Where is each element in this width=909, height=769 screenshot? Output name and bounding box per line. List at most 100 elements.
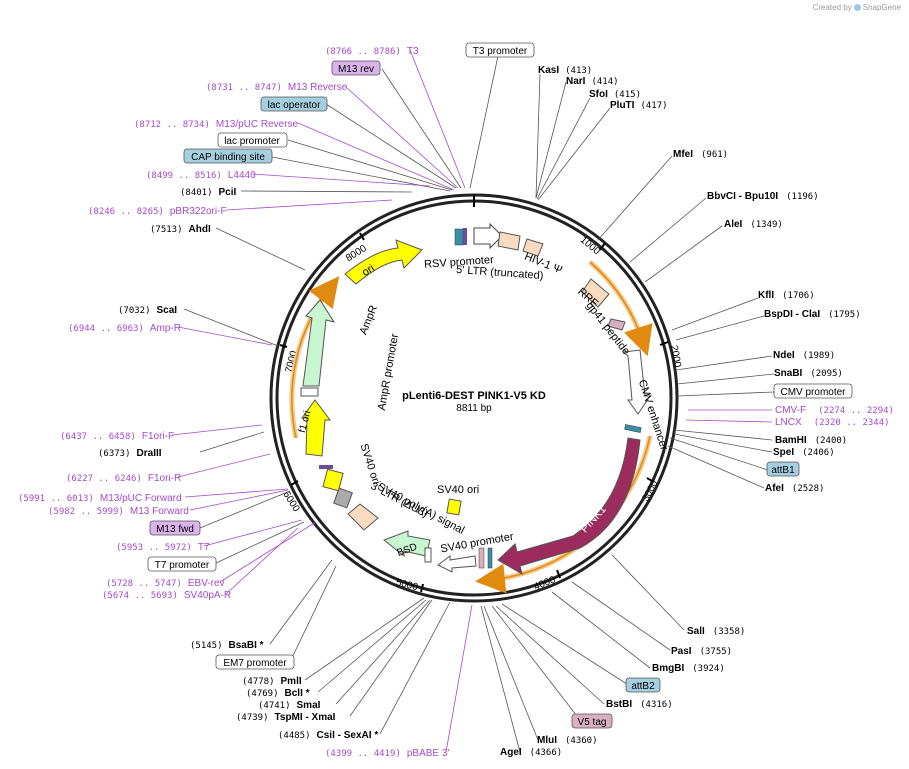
bcli-enzyme[interactable]: BclI *	[285, 688, 310, 699]
sali-enzyme[interactable]: SalI	[687, 626, 705, 637]
svg-text:(8731 .. 8747)M13 Reverse: (8731 .. 8747)M13 Reverse	[206, 82, 348, 93]
pcii-enzyme[interactable]: PciI	[219, 187, 237, 198]
m13reverse-primer[interactable]: M13 Reverse	[288, 82, 348, 93]
t3-primer[interactable]: T3	[407, 46, 419, 57]
csii-enzyme[interactable]: CsiI - SexAI *	[317, 730, 379, 741]
draiii-range: (6373)	[98, 449, 131, 459]
ampr-primer[interactable]: Amp-R	[150, 323, 181, 334]
em7-promoter[interactable]: EM7 promoter	[223, 658, 287, 669]
bmgbi-enzyme[interactable]: BmgBI	[652, 663, 684, 674]
svg-text:(8401)PciI: (8401)PciI	[180, 187, 237, 198]
tick-label-4000: 4000	[532, 574, 557, 593]
bbvci-enzyme[interactable]: BbvCI - Bpu10I	[707, 191, 778, 202]
cmvf-primer[interactable]: CMV-F	[775, 405, 806, 416]
t7-primer[interactable]: T7	[198, 542, 210, 553]
spei-enzyme[interactable]: SpeI	[773, 447, 794, 458]
v5tag-feature[interactable]: V5 tag	[578, 717, 607, 728]
em7-promoter-box[interactable]	[215, 654, 295, 670]
m13puc-primer[interactable]: M13/pUC Reverse	[216, 119, 299, 130]
m13pucf-primer[interactable]: M13/pUC Forward	[100, 493, 182, 504]
ampr-range: (6944 .. 6963)	[68, 324, 144, 334]
mfei-range: (961)	[701, 150, 728, 160]
lac-operator[interactable]: lac operator	[268, 100, 321, 111]
m13fwd-primer[interactable]: M13 fwd	[156, 524, 194, 535]
attb1-box[interactable]	[766, 461, 800, 477]
lncx-primer[interactable]: LNCX	[775, 417, 802, 428]
attb1-feature[interactable]: attB1	[771, 465, 795, 476]
bsabi-enzyme[interactable]: BsaBI *	[229, 640, 264, 651]
tspmi-enzyme[interactable]: TspMI - XmaI	[275, 712, 336, 723]
afei-range: (2528)	[792, 484, 825, 494]
afei-enzyme[interactable]: AfeI	[765, 483, 784, 494]
cmv-promoter-box[interactable]	[773, 383, 853, 399]
svg-text:NarI(414): NarI(414)	[566, 76, 619, 87]
rre-shape	[581, 278, 610, 308]
connector-lines	[171, 49, 775, 753]
mfei-enzyme[interactable]: MfeI	[673, 149, 693, 160]
t3-promoter[interactable]: T3 promoter	[473, 46, 528, 57]
svg-text:KasI(413): KasI (413)	[538, 65, 592, 76]
pbabe-primer[interactable]: pBABE 3'	[407, 748, 450, 759]
mlui-enzyme[interactable]: MluI	[537, 735, 557, 746]
m13rev-box[interactable]	[331, 60, 381, 76]
outside-labels: (8766 .. 8786)T3 M13 rev (8731 .. 8747)M…	[18, 42, 894, 759]
t7-promoter-box[interactable]	[147, 556, 217, 572]
svg-text:(5953 .. 5972)T7: (5953 .. 5972)T7	[116, 542, 210, 553]
attb2-feature[interactable]: attB2	[631, 681, 655, 692]
f1orir-primer[interactable]: F1ori-R	[148, 473, 181, 484]
cmv-promoter[interactable]: CMV promoter	[780, 387, 846, 398]
svg-text:(8766 .. 8786)T3: (8766 .. 8786)T3	[325, 46, 419, 57]
pmli-enzyme[interactable]: PmlI	[281, 676, 302, 687]
svg-text:(4769)BclI *: (4769)BclI *	[246, 688, 310, 699]
label-ori: ori	[360, 262, 377, 279]
v5tag-box[interactable]	[571, 713, 613, 729]
attb2-box[interactable]	[625, 677, 661, 693]
tspmi-range: (4739)	[236, 713, 269, 723]
snabi-enzyme[interactable]: SnaBI	[774, 368, 803, 379]
svg-text:(6227 .. 6246)F1ori-R: (6227 .. 6246)F1ori-R	[66, 473, 181, 484]
label-cmv: CMV enhancer	[636, 378, 670, 452]
t7-promoter[interactable]: T7 promoter	[155, 560, 210, 571]
sv40par-primer[interactable]: SV40pA-R	[184, 590, 231, 601]
kasi-enzyme[interactable]: KasI	[538, 65, 559, 76]
lac-promoter-box[interactable]	[217, 132, 288, 148]
label-ltr3: 3' LTR (ΔU3)	[369, 480, 430, 520]
nari-enzyme[interactable]: NarI	[566, 76, 586, 87]
tick-5000	[420, 583, 424, 593]
l4440-primer[interactable]: L4440	[228, 170, 256, 181]
kfli-enzyme[interactable]: KflI	[758, 290, 774, 301]
alei-enzyme[interactable]: AleI	[724, 219, 743, 230]
bstbi-range: (4316)	[640, 700, 673, 710]
bstbi-enzyme[interactable]: BstBI	[606, 699, 632, 710]
pluti-enzyme[interactable]: PluTI	[610, 100, 635, 111]
lac-operator-box[interactable]	[260, 96, 328, 112]
smai-enzyme[interactable]: SmaI	[297, 700, 321, 711]
kasi-range: (413)	[565, 66, 592, 76]
ahdi-enzyme[interactable]: AhdI	[189, 224, 211, 235]
m13f-primer[interactable]: M13 Forward	[130, 506, 189, 517]
pasi-enzyme[interactable]: PasI	[671, 646, 692, 657]
inner-features	[300, 222, 651, 576]
svg-text:SfoI(415): SfoI(415)	[589, 89, 641, 100]
pbr322-primer[interactable]: pBR322ori-F	[170, 206, 227, 217]
f1orif-primer[interactable]: F1ori-F	[142, 431, 174, 442]
scai-enzyme[interactable]: ScaI	[157, 305, 178, 316]
svg-text:MfeI(961): MfeI (961)	[673, 149, 728, 160]
bamhi-enzyme[interactable]: BamHI	[775, 435, 807, 446]
agei-enzyme[interactable]: AgeI	[500, 747, 522, 758]
sv40ori-inner-shape	[446, 498, 462, 516]
label-sv40p: SV40 promoter	[440, 531, 515, 556]
draiii-enzyme[interactable]: DraIII	[137, 448, 162, 459]
cap-binding-box[interactable]	[183, 148, 273, 164]
ndei-enzyme[interactable]: NdeI	[773, 350, 795, 361]
t3-promoter-box[interactable]	[465, 42, 535, 58]
svg-text:BamHI(2400): BamHI(2400)	[775, 435, 847, 446]
cap-binding-site[interactable]: CAP binding site	[191, 152, 265, 163]
m13rev-primer[interactable]: M13 rev	[338, 64, 374, 75]
lac-promoter[interactable]: lac promoter	[224, 136, 280, 147]
m13fwd-box[interactable]	[149, 520, 201, 536]
bspdi-enzyme[interactable]: BspDI - ClaI	[764, 309, 820, 320]
sfoi-enzyme[interactable]: SfoI	[589, 89, 608, 100]
ebv-primer[interactable]: EBV-rev	[188, 578, 225, 589]
